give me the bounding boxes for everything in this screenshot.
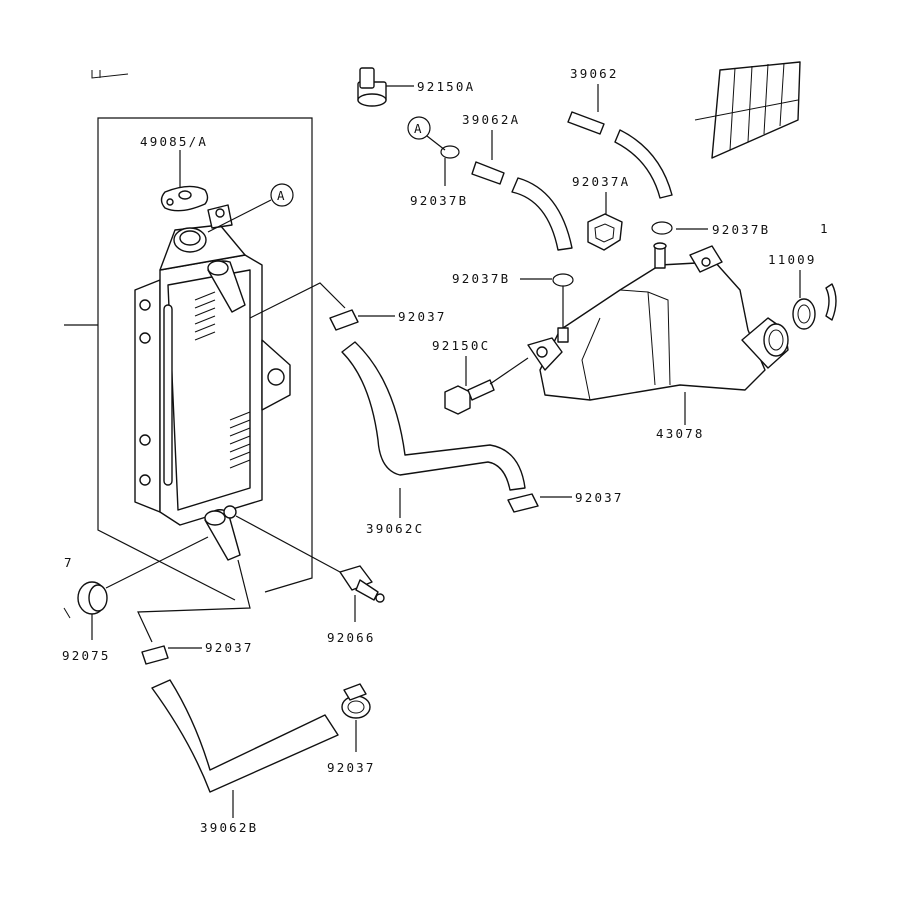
clamp-92037-lower-left: [141, 645, 169, 665]
label-clamp-mid: 92037B: [452, 271, 510, 286]
holder-92037a: [587, 213, 623, 251]
label-clamp-lower-left: 92037: [205, 640, 254, 655]
hose-segment-short: [471, 161, 505, 185]
hose-segment-long: [511, 177, 573, 251]
marker-radiator-text: A: [277, 188, 287, 203]
temp-sensor-92066: [339, 565, 385, 603]
label-hose-highlight: 39062A: [462, 112, 520, 127]
label-bolt-top: 92150A: [417, 79, 475, 94]
label-temp-sensor: 92066: [327, 630, 376, 645]
label-cap: 49085/A: [140, 134, 208, 149]
bolt-92150a: [357, 67, 387, 107]
hose-39062b: [151, 679, 339, 793]
label-bolt-mid: 92150C: [432, 338, 490, 353]
clamp-92037b-mid: [552, 273, 574, 330]
shroud-fragment: [694, 61, 801, 159]
label-reservoir-tank: 43078: [656, 426, 705, 441]
gasket-11009: [792, 283, 837, 330]
clamp-92037-lower-mid: [507, 493, 539, 513]
label-clamp-right-of-radiator: 92037: [398, 309, 447, 324]
label-clamp-top-left: 92037B: [410, 193, 468, 208]
hose-39062c: [341, 341, 526, 491]
reference-marker-radiator: A: [207, 183, 294, 233]
bolt-92150c: [444, 379, 495, 415]
label-far-right-fragment: 1: [820, 221, 830, 236]
reservoir-tank: [527, 242, 789, 401]
radiator-frame: [64, 117, 313, 601]
reference-marker-top: A: [407, 116, 446, 151]
label-far-right: 11009: [768, 252, 817, 267]
label-hose-top-right: 39062: [570, 66, 619, 81]
clamp-92037b-right: [651, 221, 673, 235]
hose-39062a-highlighted: [471, 161, 573, 251]
label-clamp-top-right: 92037B: [712, 222, 770, 237]
radiator: [134, 204, 291, 561]
corner-fragment: [91, 70, 129, 79]
clamp-92037b-left: [440, 145, 460, 186]
label-holder: 92037A: [572, 174, 630, 189]
clamp-92037-upper: [329, 309, 359, 331]
clamp-92037-bottom: [341, 683, 371, 719]
label-hose-middle: 39062C: [366, 521, 424, 536]
marker-top-text: A: [414, 121, 424, 136]
label-clamp-lower-mid: 92037: [575, 490, 624, 505]
label-clamp-bottom: 92037: [327, 760, 376, 775]
grommet-92075: [63, 581, 108, 619]
hose-39062: [567, 111, 673, 199]
label-grommet: 92075: [62, 648, 111, 663]
label-grommet-fragment: 7: [64, 555, 74, 570]
label-hose-bottom: 39062B: [200, 820, 258, 835]
radiator-cap: [160, 185, 209, 212]
